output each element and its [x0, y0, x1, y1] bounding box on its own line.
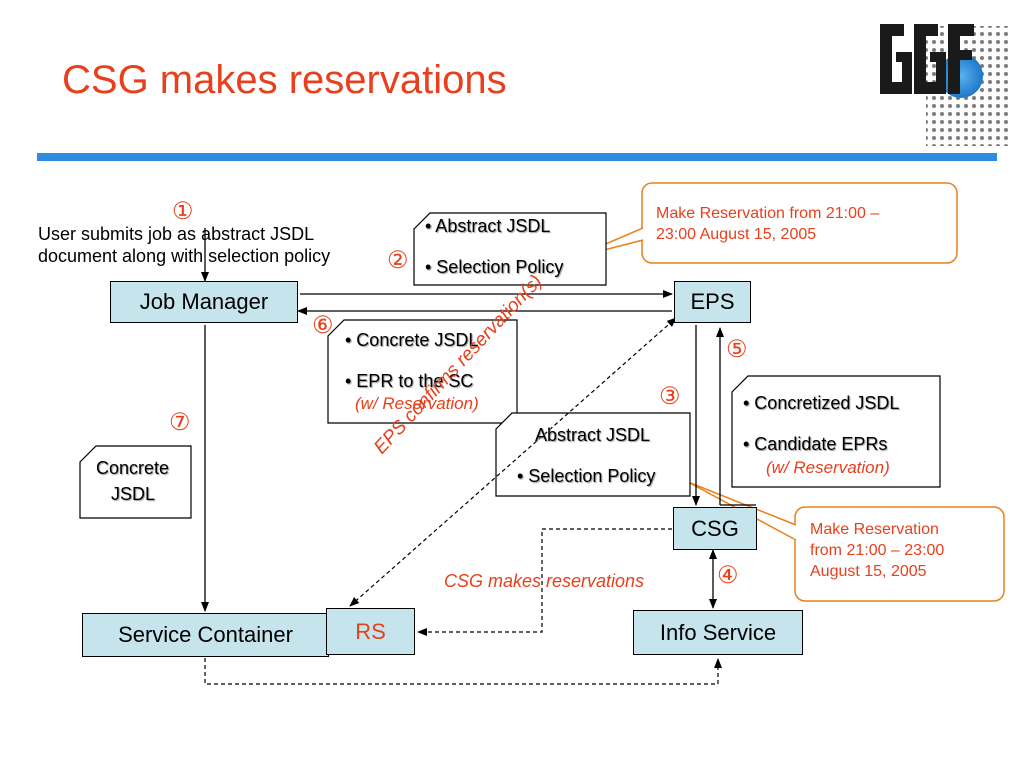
card-step2-line1: • Abstract JSDL: [425, 216, 551, 236]
callout-top: Make Reservation from 21:00 – 23:00 Augu…: [656, 203, 879, 245]
step-7-marker: ⑦: [169, 409, 191, 436]
csg-makes-label: CSG makes reservations: [444, 571, 645, 591]
callout-right-line1: Make Reservation: [810, 521, 939, 538]
ggf-logo: [880, 24, 1011, 146]
rs-node[interactable]: RS: [326, 608, 415, 655]
card-step7-line1: Concrete: [96, 458, 170, 478]
step-4-marker: ④: [717, 562, 739, 589]
callout-top-line1: Make Reservation from 21:00 –: [656, 205, 880, 222]
eps-node[interactable]: EPS: [674, 281, 751, 323]
callout-right-line2: from 21:00 – 23:00: [810, 542, 945, 559]
user-note: User submits job as abstract JSDL docume…: [38, 223, 330, 267]
card-step5-line2: • Candidate EPRs: [743, 434, 888, 454]
card-step3-line1: Abstract JSDL: [535, 425, 651, 445]
card-step2-shape: [413, 212, 607, 286]
card-step7-shape: [79, 445, 192, 519]
card-step7-line2: JSDL: [111, 484, 156, 504]
card-step2-line2: • Selection Policy: [425, 257, 564, 277]
step-6-marker: ⑥: [312, 312, 334, 339]
slide-title: CSG makes reservations: [62, 58, 507, 102]
callout-right-shape: [687, 481, 1005, 602]
job-manager-node[interactable]: Job Manager: [110, 281, 298, 323]
user-note-line1: User submits job as abstract JSDL: [38, 224, 315, 244]
step-2-marker: ②: [387, 247, 409, 274]
csg-node[interactable]: CSG: [673, 507, 757, 550]
card-step6-line2: • EPR to the SC: [345, 371, 474, 391]
step-5-marker: ⑤: [726, 336, 748, 363]
card-step6-line3: (w/ Reservation): [355, 394, 479, 413]
callout-right: Make Reservation from 21:00 – 23:00 Augu…: [810, 519, 944, 582]
callout-top-line2: 23:00 August 15, 2005: [656, 226, 817, 243]
card-step3-line2: • Selection Policy: [517, 466, 656, 486]
info-service-node[interactable]: Info Service: [633, 610, 803, 655]
step-1-marker: ①: [172, 198, 194, 225]
card-step5-line3: (w/ Reservation): [766, 458, 890, 477]
user-note-line2: document along with selection policy: [38, 246, 331, 266]
card-step5-line1: • Concretized JSDL: [743, 393, 900, 413]
service-container-node[interactable]: Service Container: [82, 613, 329, 657]
step-3-marker: ③: [659, 383, 681, 410]
card-step6-line1: • Concrete JSDL: [345, 330, 479, 350]
card-step5-shape: [731, 375, 941, 488]
callout-right-line3: August 15, 2005: [810, 563, 927, 580]
title-rule: [37, 153, 997, 161]
